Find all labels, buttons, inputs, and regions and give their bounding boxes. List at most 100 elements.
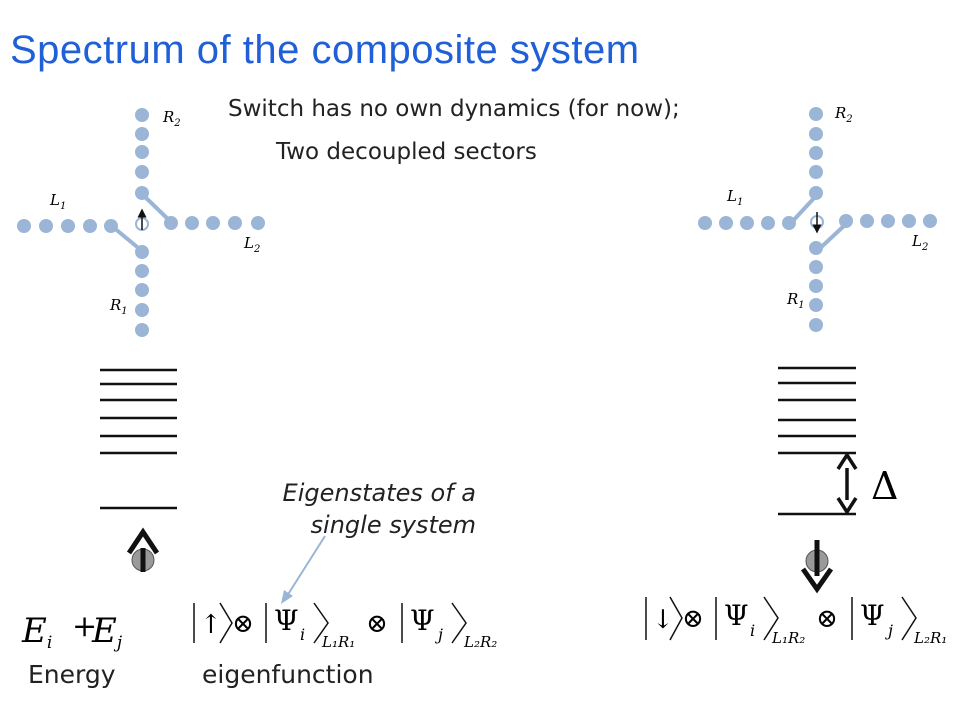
note-line-1: Switch has no own dynamics (for now); — [228, 96, 680, 122]
gap-arrow-up-icon — [836, 451, 858, 470]
right-site-dot — [902, 214, 916, 228]
slide-title: Spectrum of the composite system — [10, 28, 640, 72]
left-site-dot — [135, 303, 149, 317]
eigenstates-caption-line-1: Eigenstates of a — [282, 479, 476, 507]
right-site-dot — [809, 146, 823, 160]
left-energy-levels — [100, 368, 177, 510]
left-label-r2: R2 — [162, 108, 181, 129]
note-line-2: Two decoupled sectors — [276, 139, 537, 165]
left-ket-angle-2 — [313, 602, 329, 644]
right-switch-pointer — [810, 212, 824, 234]
left-site-dot — [164, 216, 178, 230]
right-site-dot — [719, 216, 733, 230]
left-label-l2: L2 — [243, 234, 260, 255]
right-ket-index-j: j — [885, 621, 893, 640]
right-ket-psi-2: Ψ — [860, 599, 885, 632]
left-site-dot — [135, 264, 149, 278]
left-site-dot — [83, 219, 97, 233]
right-ket-sub-1: L₁R₂ — [771, 629, 805, 647]
left-ket-psi-2: Ψ — [410, 604, 435, 637]
left-ket-sub-1: L₁R₁ — [321, 633, 355, 651]
left-site-dot — [39, 219, 53, 233]
left-site-dot — [135, 245, 149, 259]
right-site-dot — [761, 216, 775, 230]
right-site-dot — [809, 107, 823, 121]
left-ket-psi-1: Ψ — [274, 604, 299, 637]
right-label-l1: L1 — [726, 187, 743, 208]
right-ket-index-i: i — [750, 621, 755, 640]
gap-arrow-down-icon — [836, 497, 858, 516]
right-site-dot — [809, 298, 823, 312]
right-site-dot — [782, 216, 796, 230]
right-site-dot — [809, 186, 823, 200]
left-ket-index-i: i — [300, 625, 305, 644]
caption-pointer-line — [286, 535, 326, 597]
right-ket-tensor-1: ⊗ — [682, 604, 704, 634]
right-label-l2: L2 — [911, 232, 928, 253]
eigenfunction-label: eigenfunction — [202, 660, 374, 689]
right-site-dot — [809, 318, 823, 332]
right-label-r2: R2 — [834, 104, 853, 125]
eigenstates-caption-line-2: single system — [310, 511, 476, 539]
left-ket-angle-3 — [451, 602, 467, 644]
right-ket-angle-1 — [669, 596, 683, 641]
right-spin-down — [800, 540, 834, 594]
caption-pointer-arrow-icon — [281, 590, 293, 604]
right-ket-spin-arrow: ↓ — [652, 605, 674, 635]
left-site-dot — [17, 219, 31, 233]
left-site-dot — [206, 216, 220, 230]
right-site-dot — [809, 241, 823, 255]
delta-symbol: Δ — [871, 464, 898, 508]
right-ket-angle-2 — [763, 596, 779, 641]
energy-ei: Ei — [21, 611, 52, 653]
left-spin-up-arrow-icon — [126, 527, 160, 555]
left-energy-formula: Ei + Ej — [21, 609, 123, 653]
eigenstates-caption: Eigenstates of a single system — [232, 477, 476, 541]
right-eigenfunction-ket: ↓ ⊗ Ψ i L₁R₂ ⊗ Ψ j L₂R₁ — [645, 596, 947, 647]
right-site-dot — [860, 214, 874, 228]
left-site-dot — [135, 186, 149, 200]
right-site-dot — [923, 214, 937, 228]
left-ket-sub-2: L₂R₂ — [463, 633, 497, 651]
right-lattice: R2 L1 L2 R1 — [698, 104, 937, 332]
left-site-dot — [135, 283, 149, 297]
left-site-dot — [135, 323, 149, 337]
left-site-dot — [135, 165, 149, 179]
left-site-dot — [228, 216, 242, 230]
right-ket-tensor-2: ⊗ — [816, 604, 838, 634]
left-eigenfunction-ket: ↑ ⊗ Ψ i L₁R₁ ⊗ Ψ j L₂R₂ — [193, 602, 497, 651]
energy-plus: + — [72, 609, 97, 644]
left-site-dot — [104, 219, 118, 233]
right-ket-psi-1: Ψ — [724, 599, 749, 632]
left-ket-angle-1 — [219, 602, 233, 644]
right-spin-down-arrow-icon — [800, 567, 834, 594]
right-site-dot — [809, 165, 823, 179]
left-lattice-dots — [17, 108, 265, 337]
left-lattice: R2 L1 L2 R1 — [17, 108, 265, 337]
left-site-dot — [185, 216, 199, 230]
left-site-dot — [135, 108, 149, 122]
right-ket-angle-3 — [901, 596, 917, 641]
left-switch-pointer — [135, 208, 149, 231]
left-site-dot — [135, 127, 149, 141]
right-site-dot — [809, 260, 823, 274]
right-label-r1: R1 — [786, 290, 805, 311]
left-ket-tensor-1: ⊗ — [232, 609, 254, 639]
right-site-dot — [881, 214, 895, 228]
left-ket-tensor-2: ⊗ — [366, 609, 388, 639]
right-site-dot — [698, 216, 712, 230]
energy-label: Energy — [28, 660, 116, 689]
left-site-dot — [61, 219, 75, 233]
left-spin-up — [126, 527, 160, 572]
left-label-l1: L1 — [49, 191, 66, 212]
left-ket-spin-arrow: ↑ — [200, 610, 222, 640]
left-site-dot — [251, 216, 265, 230]
energy-ej: Ej — [91, 611, 123, 653]
gap-double-arrow — [836, 451, 858, 516]
right-energy-levels — [778, 366, 856, 516]
right-site-dot — [809, 279, 823, 293]
left-bond-r2-l2 — [140, 192, 172, 223]
left-ket-index-j: j — [435, 625, 443, 644]
left-site-dot — [135, 145, 149, 159]
